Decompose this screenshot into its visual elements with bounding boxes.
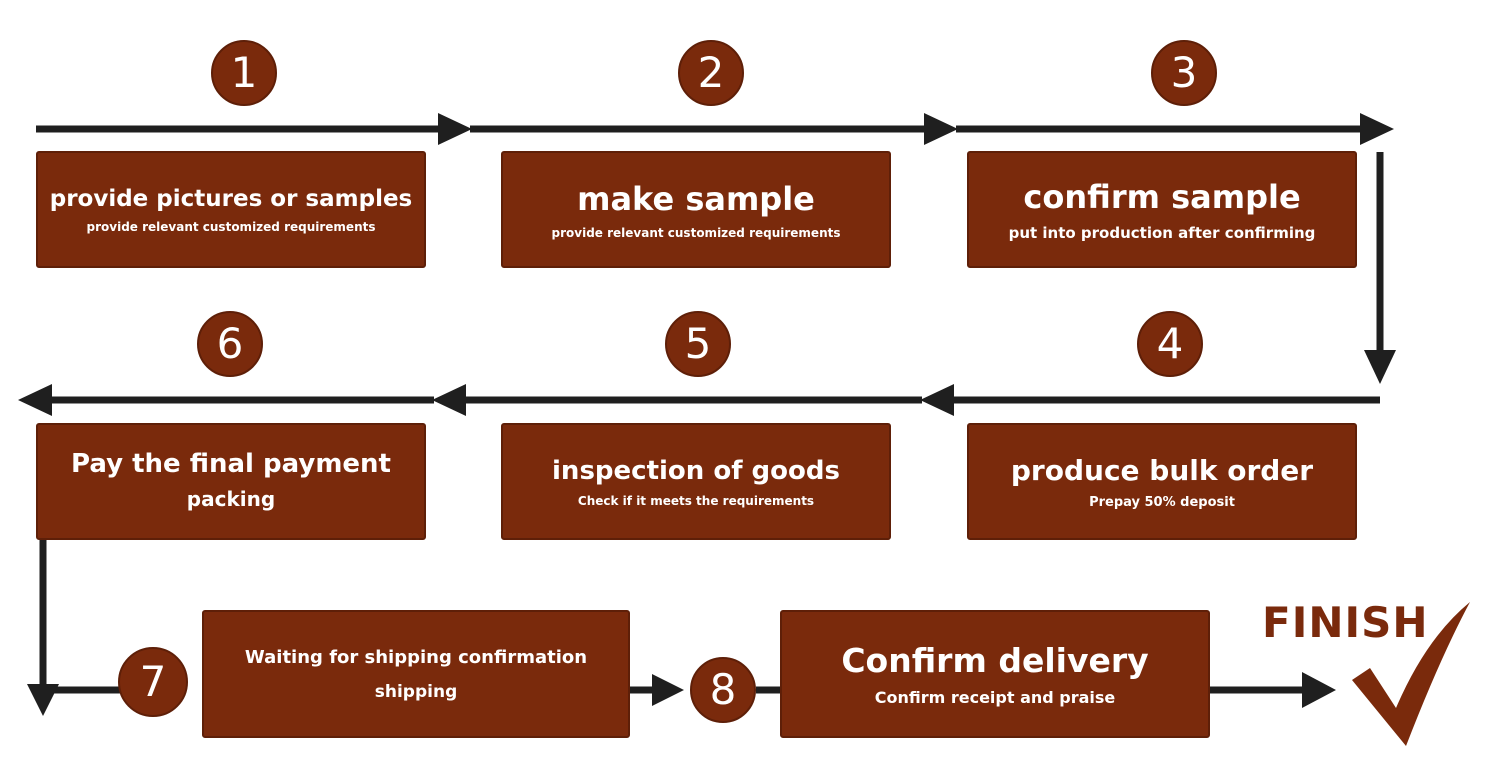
- step-1-subtitle: provide relevant customized requirements: [86, 219, 376, 234]
- step-8-number-badge: 8: [690, 657, 756, 723]
- finish-label: FINISH: [1262, 598, 1429, 647]
- row1-arrows: [36, 113, 1394, 145]
- step-6-box: Pay the final payment packing: [36, 423, 426, 540]
- step-2-number-badge: 2: [678, 40, 744, 106]
- step-7-box: Waiting for shipping confirmation shippi…: [202, 610, 630, 738]
- step-3-number-badge: 3: [1151, 40, 1217, 106]
- step-4-box: produce bulk order Prepay 50% deposit: [967, 423, 1357, 540]
- step-3-box: confirm sample put into production after…: [967, 151, 1357, 268]
- step-6-number-badge: 6: [197, 311, 263, 377]
- step-5-box: inspection of goods Check if it meets th…: [501, 423, 891, 540]
- step-6-title: Pay the final payment: [71, 449, 391, 479]
- step-1-box: provide pictures or samples provide rele…: [36, 151, 426, 268]
- step-1-number-badge: 1: [211, 40, 277, 106]
- down-arrow-right: [1364, 152, 1396, 384]
- step-4-number-badge: 4: [1137, 311, 1203, 377]
- step-4-subtitle: Prepay 50% deposit: [1089, 494, 1235, 510]
- step-4-title: produce bulk order: [1010, 453, 1314, 487]
- step-3-title: confirm sample: [1023, 177, 1301, 216]
- row2-arrows: [18, 384, 1380, 416]
- step-2-box: make sample provide relevant customized …: [501, 151, 891, 268]
- step-6-subtitle: packing: [186, 487, 276, 511]
- step-8-subtitle: Confirm receipt and praise: [874, 688, 1116, 707]
- step-5-title: inspection of goods: [552, 455, 840, 486]
- step-3-subtitle: put into production after confirming: [1008, 223, 1316, 242]
- row3-arrows: [43, 672, 1336, 708]
- step-8-box: Confirm delivery Confirm receipt and pra…: [780, 610, 1210, 738]
- step-8-title: Confirm delivery: [841, 641, 1149, 680]
- step-5-number-badge: 5: [665, 311, 731, 377]
- step-1-title: provide pictures or samples: [49, 185, 413, 212]
- step-7-number-badge: 7: [118, 647, 188, 717]
- step-2-subtitle: provide relevant customized requirements: [551, 225, 841, 240]
- step-7-title: Waiting for shipping confirmation: [244, 646, 588, 668]
- step-2-title: make sample: [577, 179, 815, 218]
- step-7-subtitle: shipping: [374, 681, 458, 702]
- step-5-subtitle: Check if it meets the requirements: [577, 493, 815, 508]
- checkmark-icon: [1352, 602, 1470, 746]
